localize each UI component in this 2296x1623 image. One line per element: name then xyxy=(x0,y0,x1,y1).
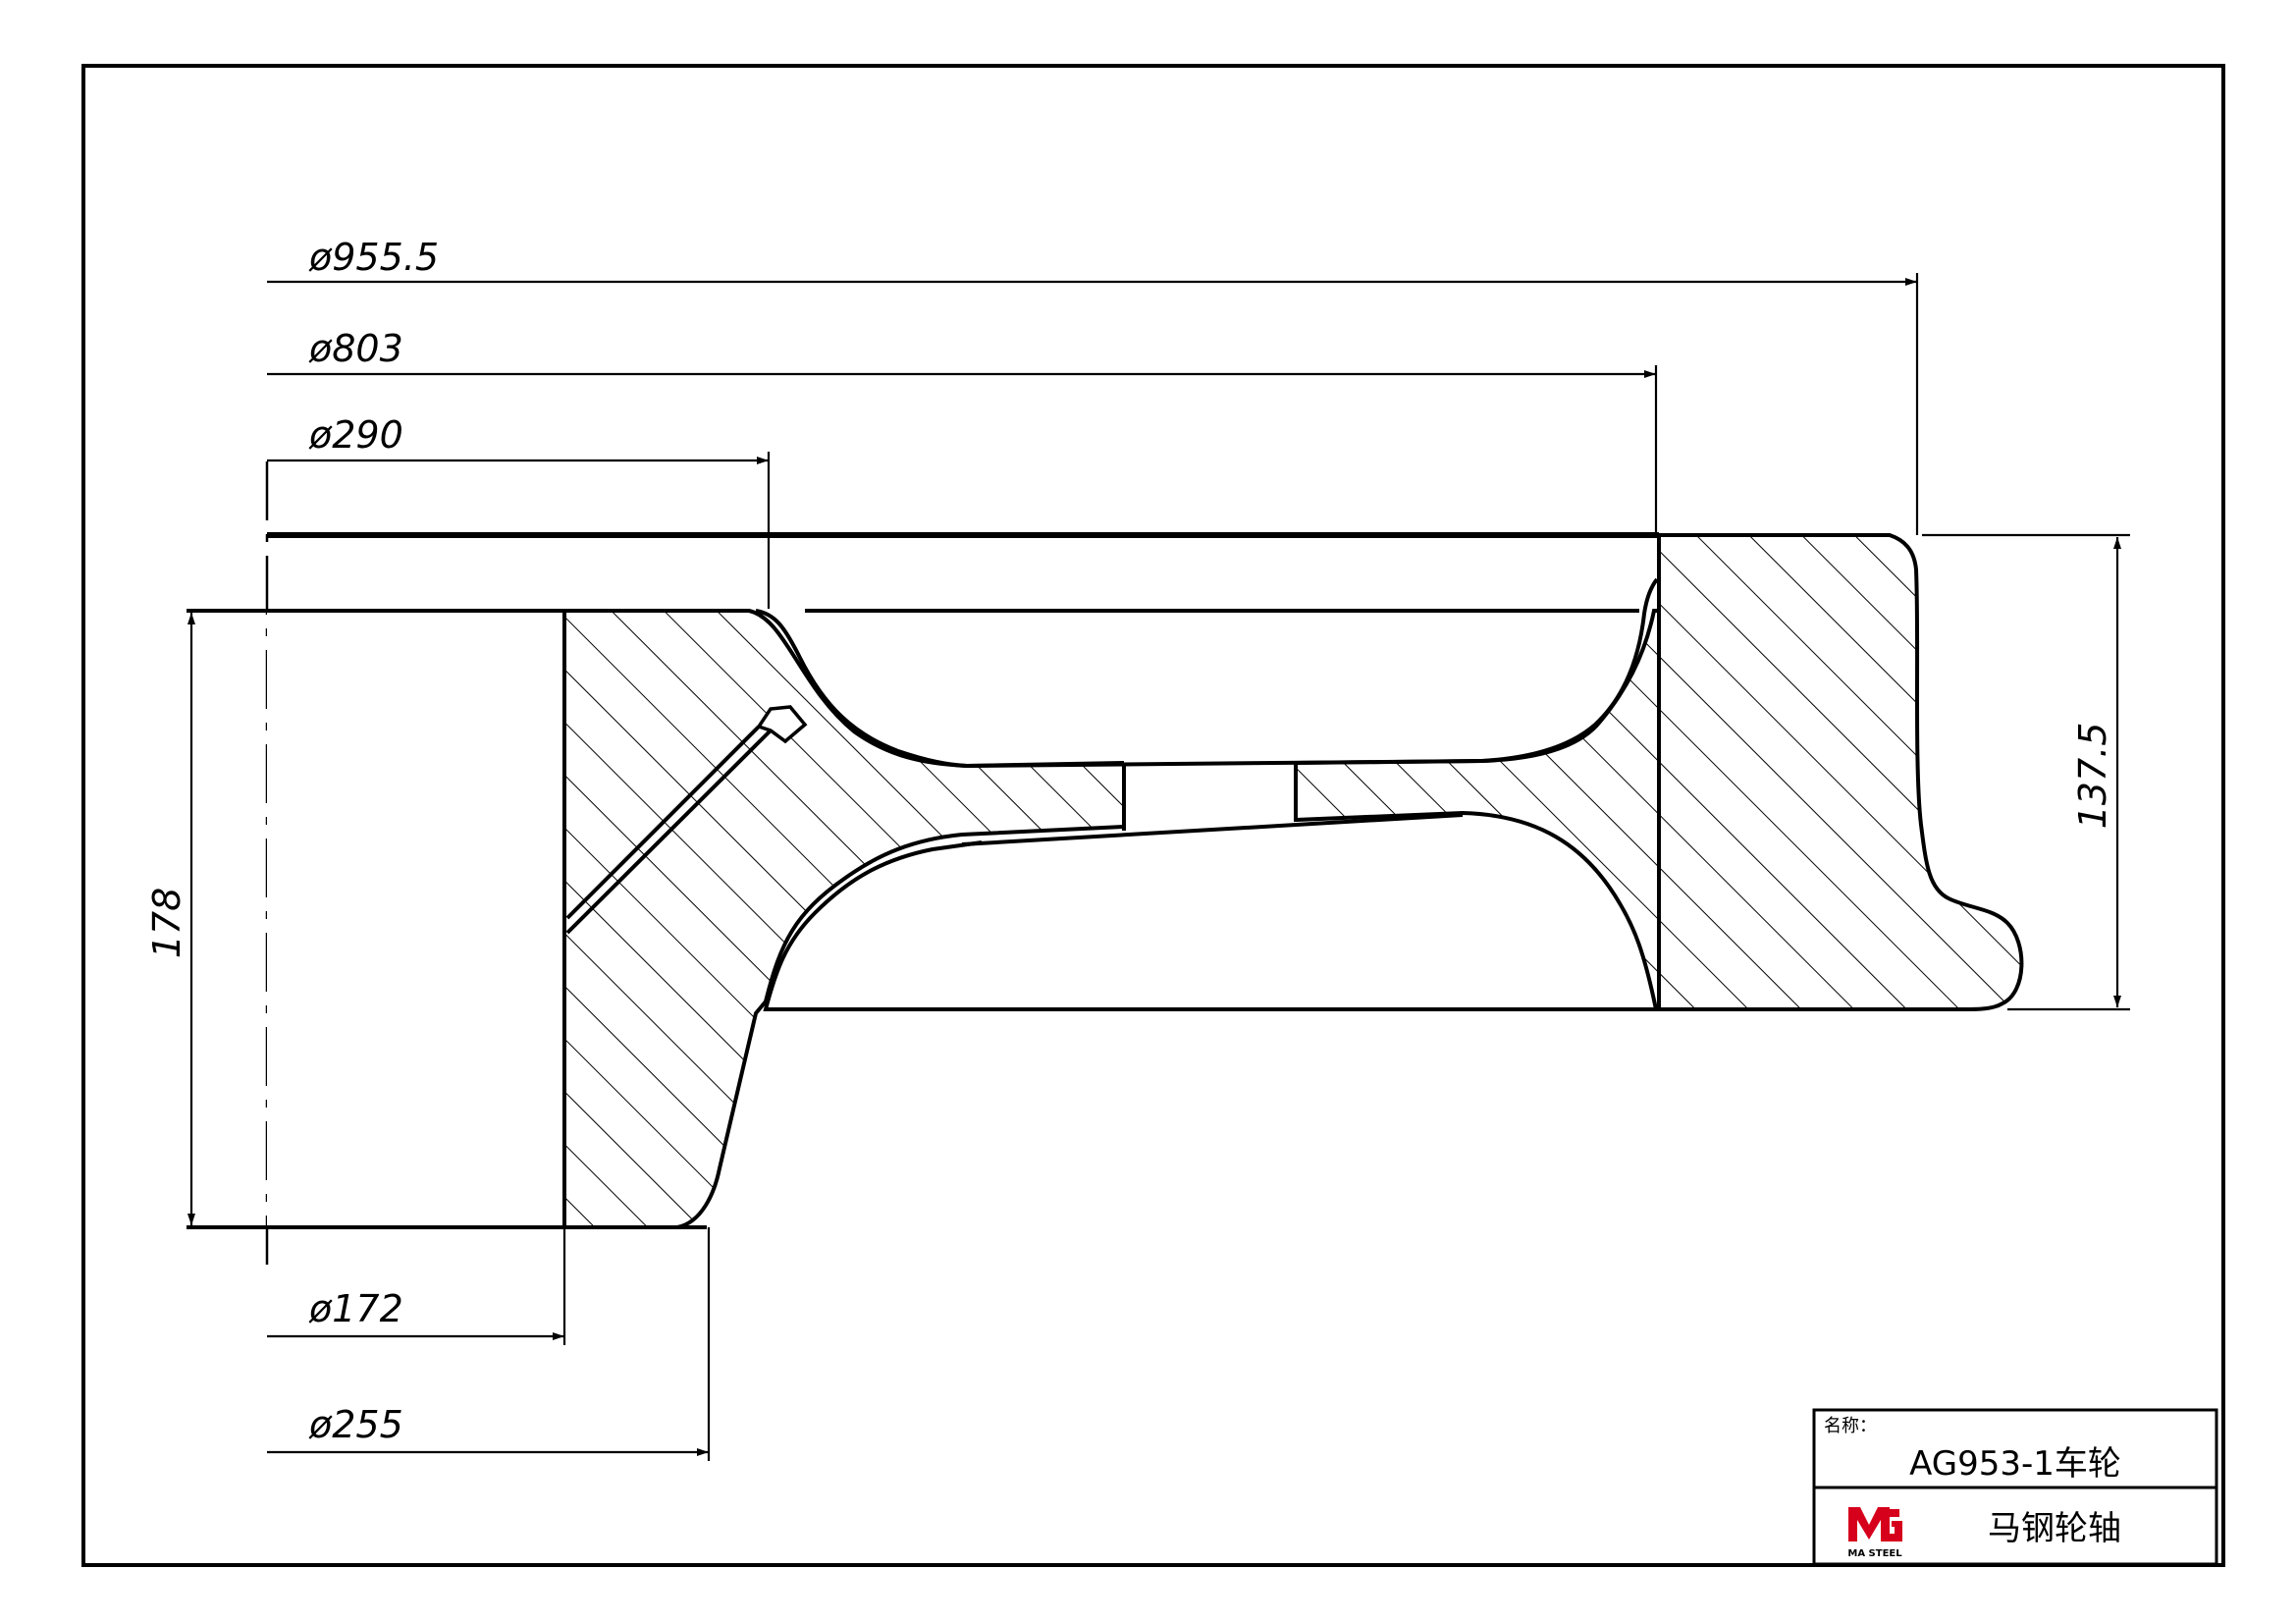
title-block-part-name: AG953-1车轮 xyxy=(1909,1444,2121,1484)
rim-section xyxy=(1657,533,2024,1011)
web-bottom-line xyxy=(961,813,1464,846)
mg-logo-text: MA STEEL xyxy=(1847,1548,1902,1559)
web-top-line xyxy=(966,759,1483,768)
title-block: 名称： AG953-1车轮 MA STEEL 马钢轮轴 xyxy=(1812,1408,2218,1566)
dim-bore-diameter: ø172 xyxy=(267,1227,566,1345)
dim-hub-base-diameter-label: ø255 xyxy=(308,1403,403,1446)
dim-hub-length-label: 178 xyxy=(145,888,188,959)
dim-rim-width: 137.5 xyxy=(1922,533,2130,1011)
dim-hub-base-diameter: ø255 xyxy=(267,1227,711,1461)
rim-cavity-curve-left xyxy=(755,609,968,768)
hub-section xyxy=(562,609,1126,1229)
dim-hub-outer-diameter-label: ø290 xyxy=(308,413,403,457)
web-hole xyxy=(1124,756,1296,835)
dim-tread-diameter-label: ø803 xyxy=(308,327,403,370)
hub-lower-curve xyxy=(763,840,1659,1011)
title-block-company: 马钢轮轴 xyxy=(1988,1509,2121,1548)
bore-area xyxy=(267,613,561,1225)
dim-tread-diameter: ø803 xyxy=(267,327,1658,535)
dim-outer-diameter: ø955.5 xyxy=(267,236,1919,535)
dim-hub-length: 178 xyxy=(145,613,195,1225)
rim-cavity-curve-right xyxy=(1481,577,1659,763)
dim-hub-outer-diameter: ø290 xyxy=(267,413,771,609)
drawing-frame xyxy=(81,64,2225,1567)
dim-bore-diameter-label: ø172 xyxy=(308,1287,403,1330)
dim-outer-diameter-label: ø955.5 xyxy=(308,236,439,279)
oil-hole xyxy=(565,705,808,935)
title-block-name-label: 名称： xyxy=(1824,1416,1877,1436)
mg-logo: MA STEEL xyxy=(1847,1507,1902,1559)
dim-rim-width-label: 137.5 xyxy=(2071,723,2114,830)
